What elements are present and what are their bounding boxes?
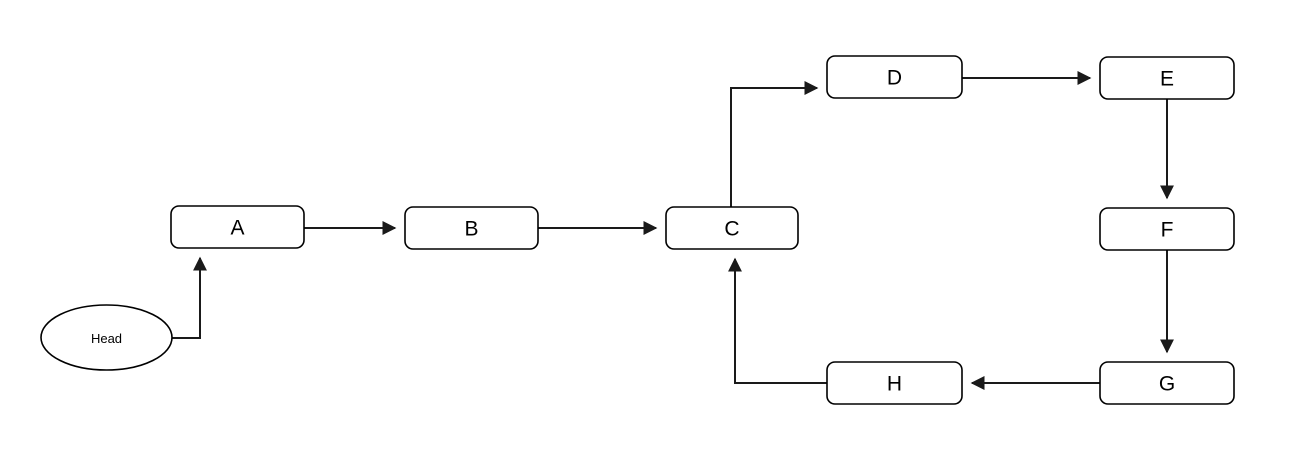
node-c[interactable]: C bbox=[665, 206, 799, 250]
node-b-rect[interactable] bbox=[404, 206, 539, 250]
node-a-label: A bbox=[230, 217, 244, 240]
node-h[interactable]: H bbox=[826, 361, 963, 405]
node-a[interactable]: A bbox=[170, 205, 305, 249]
node-c-rect[interactable] bbox=[665, 206, 799, 250]
node-d-rect[interactable] bbox=[826, 55, 963, 99]
edges-group bbox=[172, 71, 1174, 390]
node-g-label: G bbox=[1159, 373, 1175, 396]
head-label: Head bbox=[91, 331, 122, 346]
node-a-rect[interactable] bbox=[170, 205, 305, 249]
node-h-label: H bbox=[887, 373, 902, 396]
node-d[interactable]: D bbox=[826, 55, 963, 99]
node-f-label: F bbox=[1161, 219, 1174, 242]
node-e-label: E bbox=[1160, 68, 1174, 91]
edge-head-to-a bbox=[172, 256, 207, 339]
node-e[interactable]: E bbox=[1099, 56, 1235, 100]
node-d-label: D bbox=[887, 67, 902, 90]
edge-c-to-d bbox=[730, 81, 819, 207]
node-b[interactable]: B bbox=[404, 206, 539, 250]
node-b-label: B bbox=[464, 218, 478, 241]
edge-h-to-c bbox=[728, 257, 827, 384]
node-g-rect[interactable] bbox=[1099, 361, 1235, 405]
node-h-rect[interactable] bbox=[826, 361, 963, 405]
node-f[interactable]: F bbox=[1099, 207, 1235, 251]
node-c-label: C bbox=[724, 218, 739, 241]
node-f-rect[interactable] bbox=[1099, 207, 1235, 251]
node-g[interactable]: G bbox=[1099, 361, 1235, 405]
node-head[interactable]: Head bbox=[40, 304, 173, 371]
head-ellipse[interactable] bbox=[40, 304, 173, 371]
node-e-rect[interactable] bbox=[1099, 56, 1235, 100]
